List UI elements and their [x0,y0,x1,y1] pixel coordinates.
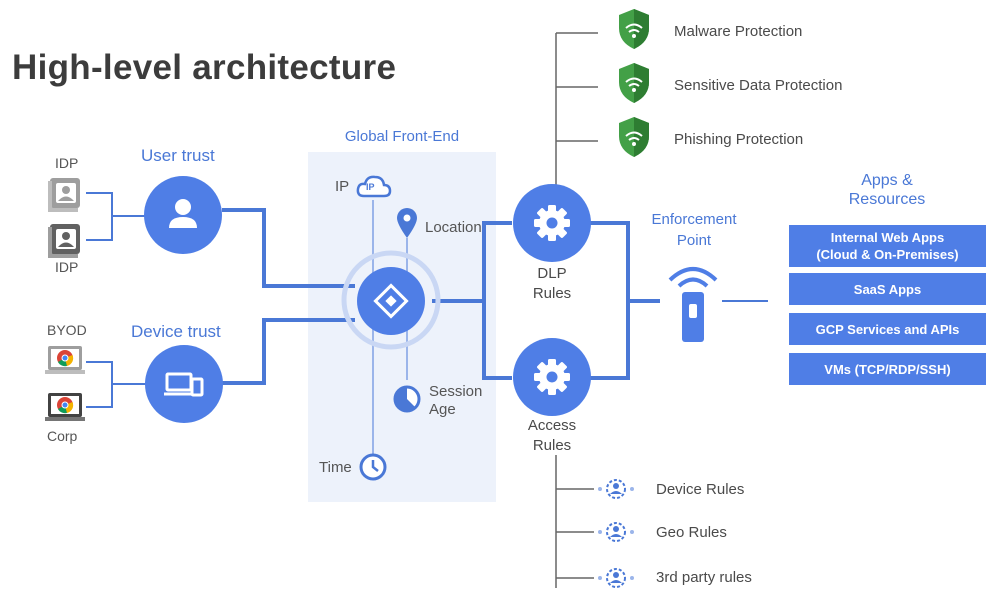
devices-icon [164,372,204,397]
idp-top-icon [48,178,82,217]
idp-bottom-label: IDP [55,259,79,275]
app-box-saas-apps: SaaS Apps [789,273,986,305]
app-box-internal-web-apps: Internal Web Apps (Cloud & On-Premises) [789,225,986,267]
app-box-line1: SaaS Apps [853,281,922,297]
enforcement-point-line1: Enforcement [651,211,737,228]
enforcement-point-label: Enforcement Point [644,209,744,251]
dlp-rules-node [513,184,591,267]
apps-resources-heading-line2: Resources [848,191,926,208]
corp-chrome-laptop-icon [45,393,85,428]
access-rules-line2: Rules [532,437,572,454]
location-label: Location [425,219,482,236]
device-rules-icon [596,477,636,506]
app-box-gcp-services: GCP Services and APIs [789,313,986,345]
app-box-vms: VMs (TCP/RDP/SSH) [789,353,986,385]
cloud-ip-icon: IP [356,174,392,205]
location-pin-icon [397,208,417,243]
session-age-icon [393,385,421,418]
user-trust-node [144,176,222,259]
app-box-line1: VMs (TCP/RDP/SSH) [824,361,951,377]
age-label: Age [429,401,456,418]
app-box-line1: GCP Services and APIs [815,321,960,337]
protection-item-phishing: Phishing Protection [674,131,804,148]
dlp-rules-line1: DLP [537,265,567,282]
device-trust-node [145,345,223,428]
app-box-line1: Internal Web Apps [830,230,945,245]
corp-label: Corp [47,428,78,444]
gear-icon [534,205,570,241]
page-title: High-level architecture [12,48,397,87]
access-rules-line1: Access [527,417,577,434]
enforcement-point-icon [664,262,722,351]
user-trust-label: User trust [141,146,215,165]
access-rule-item-geo: Geo Rules [656,524,727,541]
app-box-line2: (Cloud & On-Premises) [816,247,959,262]
session-label: Session [429,383,483,400]
dlp-rules-line2: Rules [532,285,572,302]
access-rules-node [513,338,591,421]
global-front-end-node [349,259,433,348]
protection-item-malware: Malware Protection [674,23,803,40]
user-icon [169,199,197,228]
time-label: Time [319,459,352,476]
idp-top-label: IDP [55,155,79,171]
protection-item-sensitive-data: Sensitive Data Protection [674,77,843,94]
global-front-end-label: Global Front-End [344,128,460,145]
third-party-rules-icon [596,566,636,595]
malware-shield-icon [618,8,650,55]
access-rule-item-third-party: 3rd party rules [656,569,752,586]
gear-icon [534,359,570,395]
enforcement-point-line2: Point [676,232,712,249]
phishing-shield-icon [618,116,650,163]
idp-bottom-icon [48,224,82,263]
cloud-ip-icon-text: IP [366,182,375,192]
device-trust-label: Device trust [131,322,221,341]
apps-resources-heading-line1: Apps & [861,172,913,189]
access-rule-item-device: Device Rules [656,481,745,498]
byod-label: BYOD [47,322,87,338]
ip-label: IP [335,178,350,195]
byod-chrome-laptop-icon [45,346,85,381]
sensitive-data-shield-icon [618,62,650,109]
clock-icon [359,453,387,486]
geo-rules-icon [596,520,636,549]
